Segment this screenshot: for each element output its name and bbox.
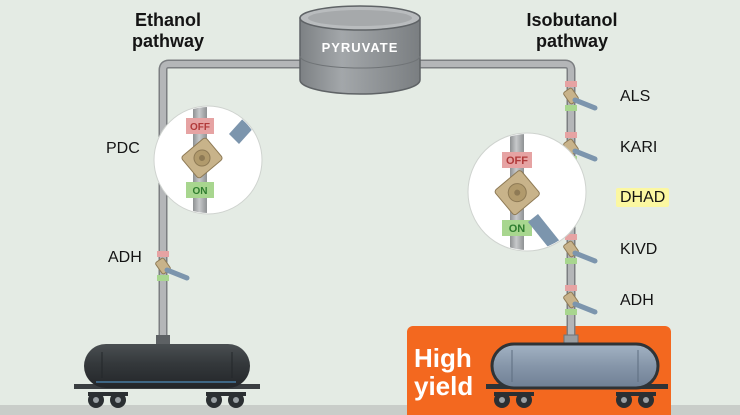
enzyme-label-kari: KARI: [620, 139, 658, 156]
dhad-on-label: ON: [509, 223, 526, 235]
enzyme-label-als: ALS: [620, 88, 651, 105]
ground-strip: [0, 405, 740, 415]
enzyme-label-dhad: DHAD: [616, 188, 670, 207]
valve-als: [563, 81, 598, 111]
enzyme-label-kivd: KIVD: [620, 241, 658, 258]
isobutanol-title-line2: pathway: [535, 31, 609, 51]
pipe-network: [158, 59, 576, 345]
dhad-highlight: DHAD: [616, 188, 670, 207]
valve-adh-isobutanol: [563, 285, 598, 315]
ethanol-pathway-title: Ethanol pathway: [98, 10, 238, 52]
pyruvate-label: PYRUVATE: [322, 40, 399, 55]
isobutanol-rail-car: [486, 334, 668, 408]
isobutanol-pathway-title: Isobutanol pathway: [502, 10, 642, 52]
ethanol-rail-car: [74, 335, 260, 408]
isobutanol-title-line1: Isobutanol: [526, 10, 618, 30]
valve-adh-ethanol: [155, 251, 190, 281]
pyruvate-tank: [299, 5, 421, 95]
magnified-valve-dhad: [467, 132, 587, 252]
enzyme-label-adh-isobutanol: ADH: [620, 292, 654, 309]
ethanol-title-line2: pathway: [131, 31, 205, 51]
ethanol-title-line1: Ethanol: [135, 10, 201, 30]
high-yield-label: High yield: [414, 344, 490, 400]
high-yield-line1: High: [414, 343, 472, 373]
enzyme-label-adh-ethanol: ADH: [108, 249, 142, 266]
pdc-on-label: ON: [193, 186, 208, 197]
dhad-off-label: OFF: [506, 155, 528, 167]
enzyme-label-pdc: PDC: [106, 140, 140, 157]
magnified-valve-pdc: [153, 105, 263, 215]
valve-kivd: [563, 234, 598, 264]
high-yield-line2: yield: [414, 371, 474, 401]
pdc-off-label: OFF: [190, 122, 210, 133]
